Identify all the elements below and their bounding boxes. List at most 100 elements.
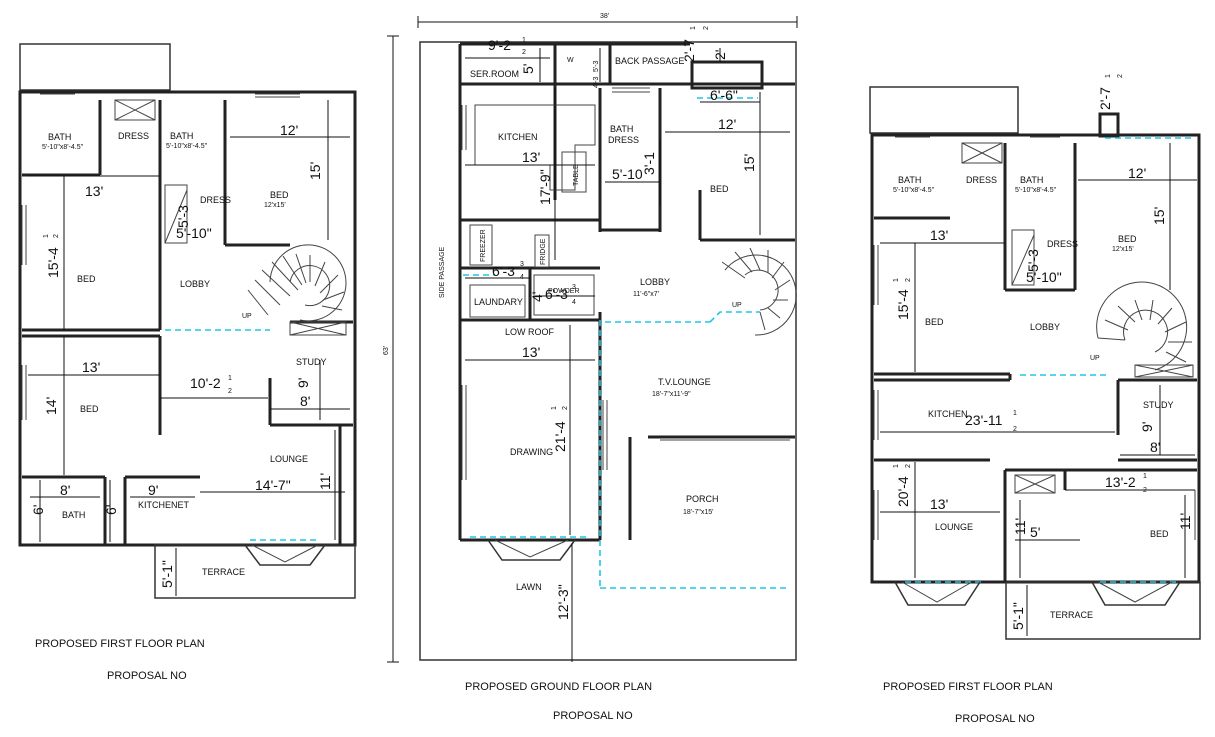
right-cross-boxes: [961, 142, 1194, 494]
right-bath1-size: 5'-10"x8'-4.5": [893, 187, 935, 194]
mid-ser-room: SER.ROOM: [470, 69, 519, 79]
left-dress2-label: DRESS: [200, 195, 231, 205]
left-dim-15-4-num: 1: [43, 234, 50, 238]
mid-dim-21-4: 21'-4: [552, 421, 568, 452]
right-study-label: STUDY: [1143, 400, 1174, 410]
left-caption-sub: PROPOSAL NO: [107, 670, 187, 682]
mid-dim-6-3-den: 4: [520, 274, 524, 281]
left-dim-15-4: 15'-4: [45, 247, 61, 278]
left-study-label: STUDY: [296, 357, 327, 367]
mid-overall-depth: 63': [383, 346, 390, 355]
right-balcony-box: [1098, 112, 1120, 138]
right-dim-9: 9': [1139, 422, 1155, 432]
right-first-floor-plan: BATH 5'-10"x8'-4.5" DRESS BATH 5'-10"x8'…: [869, 74, 1201, 725]
mid-bay-window: [487, 539, 576, 561]
right-bath1-label: BATH: [898, 175, 921, 185]
mid-porch-size: 18'-7"x15': [683, 509, 713, 516]
left-dim-14: 14': [43, 397, 59, 415]
right-dim-13a: 13': [930, 227, 948, 243]
left-dim-12: 12': [280, 122, 298, 138]
right-up-label: UP: [1090, 355, 1100, 362]
right-dim-20-4-num: 1: [893, 464, 900, 468]
left-lobby-label: LOBBY: [180, 279, 210, 289]
right-dim-13-2-den: 2: [1143, 487, 1147, 494]
left-bay-window: [244, 544, 326, 566]
right-spiral-stair: [1096, 281, 1192, 371]
left-dimension-lines: [28, 100, 350, 596]
left-dim-9: 9': [295, 378, 311, 388]
left-dim-15-4-den: 2: [53, 234, 60, 238]
right-caption-sub: PROPOSAL NO: [955, 713, 1035, 725]
right-dim-15-4-num: 1: [893, 278, 900, 282]
right-small-stair: [1011, 229, 1035, 286]
right-dim-15: 15': [1151, 207, 1167, 225]
mid-dim-21-4-num: 1: [551, 406, 558, 410]
left-dim-11: 11': [317, 473, 333, 490]
right-bed-tr-label: BED: [1118, 234, 1137, 244]
mid-lobby: LOBBY: [640, 277, 670, 287]
right-dim-23-11: 23'-11: [965, 412, 1003, 428]
left-lounge-label: LOUNGE: [270, 454, 308, 464]
right-dim-11a: 11': [1012, 518, 1028, 535]
mid-low-roof: LOW ROOF: [505, 327, 555, 337]
right-cyan-dashes: [905, 137, 1195, 583]
mid-dim-6-6: 6'-6": [710, 87, 738, 103]
mid-windows: [461, 87, 790, 480]
mid-freezer: FREEZER: [480, 229, 487, 262]
right-dim-5: 5': [1030, 524, 1040, 540]
right-dim-2-7-den: 2: [1117, 74, 1124, 78]
right-dim-15-4: 15'-4: [895, 289, 911, 320]
mid-side-passage: SIDE PASSAGE: [439, 246, 446, 298]
right-dim-20-4: 20'-4: [895, 476, 911, 507]
left-dim-10-2-num: 1: [228, 375, 232, 382]
mid-laundary: LAUNDARY: [474, 297, 523, 307]
right-terrace-outline: [1005, 581, 1201, 640]
mid-tv-lounge: T.V.LOUNGE: [658, 377, 711, 387]
left-dim-5-3: 5'-3: [175, 205, 191, 228]
right-outer-wall: [870, 133, 1201, 584]
mid-dim-2: 2': [712, 50, 728, 60]
mid-spiral-stair: [721, 247, 797, 336]
left-bath1-size: 5'-10"x8'-4.5": [42, 144, 84, 151]
left-top-balcony: [19, 43, 171, 91]
mid-table: TABLE: [573, 164, 580, 186]
left-dim-5-1: 5'-1": [159, 560, 175, 588]
left-dim-9b: 9': [148, 482, 158, 498]
mid-dim-17-9: 17'-9": [537, 169, 553, 205]
left-dim-6a: 6': [30, 505, 46, 515]
right-top-balcony: [869, 86, 1019, 134]
left-dress-cross: [114, 99, 347, 336]
mid-dim-2-7: 2'-7: [681, 39, 697, 62]
right-kitchen-label: KITCHEN: [928, 409, 968, 419]
left-bay-window-inner: [251, 544, 319, 563]
mid-caption-title: PROPOSED GROUND FLOOR PLAN: [465, 681, 652, 693]
left-windows: [21, 93, 300, 420]
mid-drawing: DRAWING: [510, 447, 553, 457]
mid-porch: PORCH: [686, 494, 719, 504]
right-dim-15-4-den: 2: [905, 278, 912, 282]
left-terrace-label: TERRACE: [202, 567, 245, 577]
left-bed-tr-size: 12'x15': [264, 202, 286, 209]
mid-dim-12: 12': [718, 116, 736, 132]
left-spiral-stair: [247, 244, 347, 322]
right-dim-12: 12': [1128, 165, 1146, 181]
left-terrace-outline: [154, 544, 356, 599]
left-up-label: UP: [242, 313, 252, 320]
mid-plot-boundary: [419, 41, 797, 661]
mid-tv-lounge-size: 18'-7"x11'-9": [652, 391, 691, 398]
mid-dim-13a: 13': [522, 149, 540, 165]
right-bed1-label: BED: [925, 317, 944, 327]
right-lounge-label: LOUNGE: [935, 522, 973, 532]
right-bath2-size: 5'-10"x8'-4.5": [1015, 187, 1057, 194]
left-dress1-label: DRESS: [118, 131, 149, 141]
right-windows: [873, 136, 1196, 540]
mid-overall-width: 38': [600, 13, 609, 20]
right-dim-5-1: 5'-1": [1010, 602, 1026, 630]
right-lobby-label: LOBBY: [1030, 322, 1060, 332]
mid-dim-21-4-den: 2: [562, 406, 569, 410]
mid-dim-5-3: 5'-3: [593, 60, 600, 72]
mid-dim-13b: 13': [522, 344, 540, 360]
mid-dim-5a: 5': [520, 64, 536, 74]
right-dim-11b: 11': [1177, 513, 1193, 530]
